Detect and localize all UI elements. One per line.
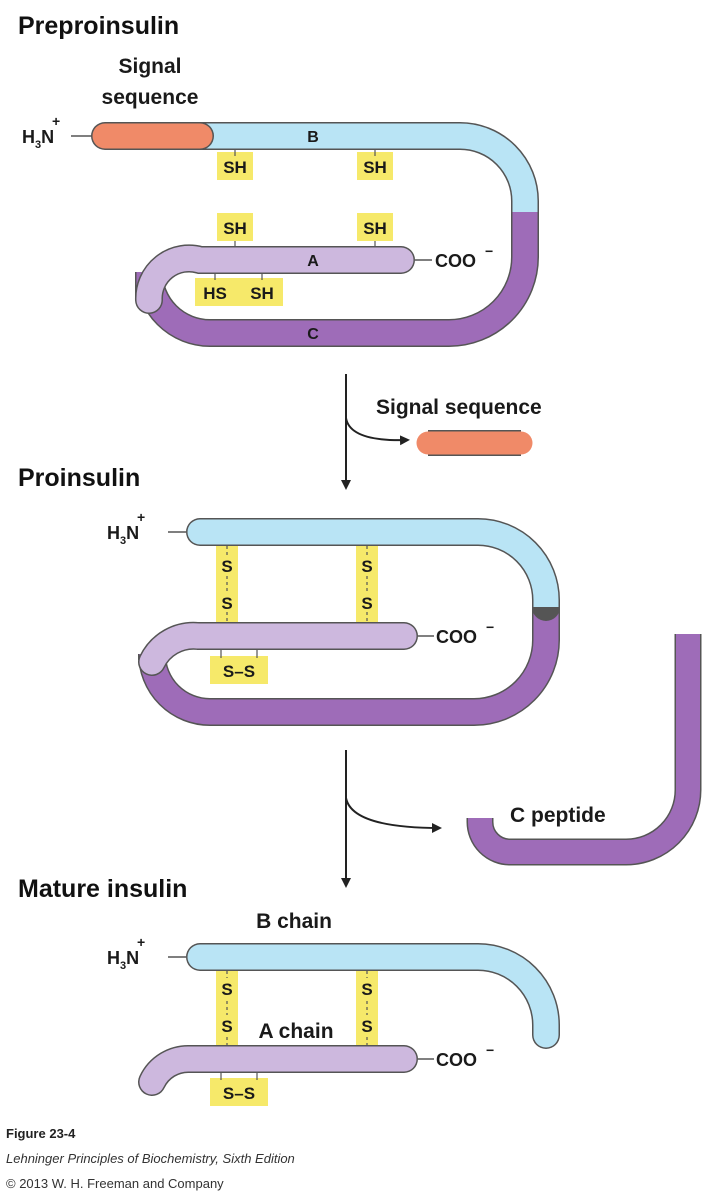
pre-chain-b-letter: B (307, 129, 319, 146)
b-chain-label: B chain (256, 910, 332, 933)
figure-number: Figure 23-4 (6, 1126, 76, 1141)
pro-amino-terminus: H3N + (107, 509, 186, 547)
pre-a-thiol-1: SH (217, 213, 253, 246)
signal-label-line1: Signal (118, 55, 181, 78)
svg-text:SH: SH (250, 284, 274, 303)
proinsulin-title: Proinsulin (18, 464, 140, 492)
svg-text:SH: SH (223, 158, 247, 177)
svg-text:S: S (221, 557, 232, 576)
svg-text:SH: SH (363, 158, 387, 177)
svg-text:−: − (486, 619, 494, 635)
svg-text:HS: HS (203, 284, 227, 303)
pre-carboxyl-terminus: COO − (415, 243, 493, 271)
preproinsulin-title: Preproinsulin (18, 12, 179, 40)
svg-text:SH: SH (363, 219, 387, 238)
signal-label-line2: sequence (102, 86, 199, 109)
svg-text:H3N: H3N (107, 523, 139, 547)
pre-chain-a-letter: A (307, 253, 319, 270)
pre-a-internal-thiols: HS SH (195, 274, 283, 306)
svg-text:S: S (221, 594, 232, 613)
pre-chain-c-letter: C (307, 326, 319, 343)
svg-text:COO: COO (435, 251, 476, 271)
mature-disulfide-bond-1: S S (216, 971, 238, 1045)
mature-disulfide-bond-2: S S (356, 971, 378, 1045)
pre-amino-terminus: H3N + (22, 113, 92, 151)
svg-text:S: S (361, 980, 372, 999)
svg-text:−: − (485, 243, 493, 259)
svg-text:S: S (221, 980, 232, 999)
mature-insulin-title: Mature insulin (18, 875, 187, 903)
svg-text:−: − (486, 1042, 494, 1058)
svg-text:S: S (221, 1017, 232, 1036)
svg-text:S: S (361, 1017, 372, 1036)
pre-b-thiol-1: SH (217, 150, 253, 180)
pre-b-thiol-2: SH (357, 150, 393, 180)
svg-text:SH: SH (223, 219, 247, 238)
pre-a-thiol-2: SH (357, 213, 393, 246)
svg-text:+: + (137, 509, 145, 525)
figure-source: Lehninger Principles of Biochemistry, Si… (6, 1151, 295, 1166)
svg-text:S–S: S–S (223, 1084, 255, 1103)
svg-text:COO: COO (436, 627, 477, 647)
pro-internal-disulfide: S–S (210, 650, 268, 684)
pro-carboxyl-terminus: COO − (418, 619, 494, 647)
svg-text:S: S (361, 594, 372, 613)
svg-text:H3N: H3N (22, 127, 54, 151)
released-signal-label: Signal sequence (376, 396, 542, 419)
svg-text:COO: COO (436, 1050, 477, 1070)
a-chain-label: A chain (258, 1020, 333, 1043)
mature-carboxyl-terminus: COO − (418, 1042, 494, 1070)
signal-cleavage-arrow (341, 374, 410, 490)
svg-text:+: + (52, 113, 60, 129)
svg-text:H3N: H3N (107, 948, 139, 972)
pro-disulfide-bond-2: S S (356, 546, 378, 622)
figure-copyright: © 2013 W. H. Freeman and Company (6, 1176, 224, 1191)
mature-amino-terminus: H3N + (107, 934, 186, 972)
c-peptide-cleavage-arrow (341, 750, 442, 888)
svg-text:S: S (361, 557, 372, 576)
svg-text:+: + (137, 934, 145, 950)
mature-internal-disulfide: S–S (210, 1073, 268, 1106)
pro-disulfide-bond-1: S S (216, 546, 238, 622)
c-peptide-label: C peptide (510, 804, 606, 827)
svg-text:S–S: S–S (223, 662, 255, 681)
